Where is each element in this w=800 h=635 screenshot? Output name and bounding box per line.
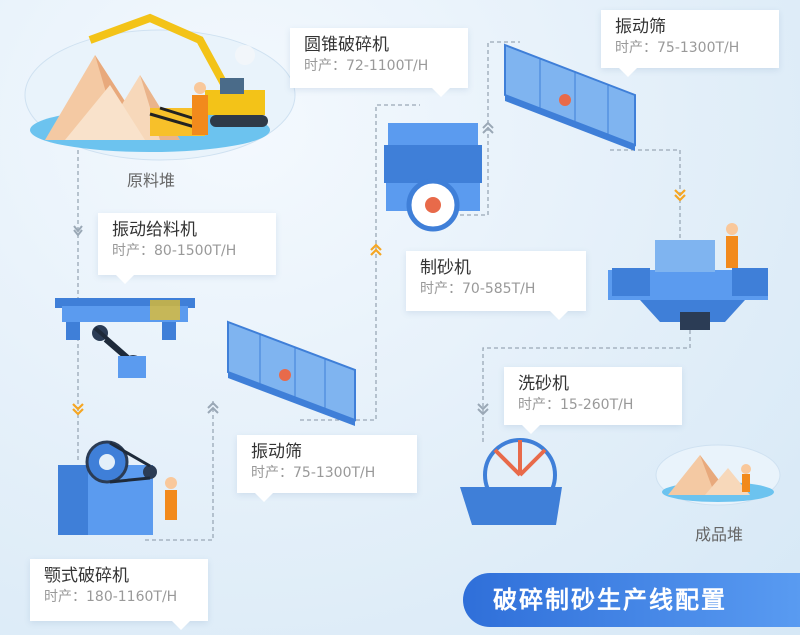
node-name: 圆锥破碎机	[304, 35, 389, 55]
node-name: 振动筛	[615, 17, 666, 37]
vibrating-screen-1-illustration	[227, 320, 356, 426]
card-vibrating-screen-1: 振动筛 时产：75-1300T/H	[237, 435, 417, 502]
node-name: 制砂机	[420, 258, 471, 278]
arrow-up-icon	[207, 401, 219, 409]
node-name: 振动给料机	[112, 220, 197, 240]
vibrating-feeder-illustration	[55, 298, 195, 378]
arrow-down-icon	[477, 408, 489, 416]
flow-line-jaw-to-screen	[145, 400, 214, 541]
arrow-down-icon	[73, 229, 83, 237]
arrow-up-icon	[207, 406, 219, 414]
diagram-title-banner: 破碎制砂生产线配置	[457, 573, 800, 633]
node-capacity: 时产：15-260T/H	[518, 397, 634, 413]
node-capacity: 时产：180-1160T/H	[44, 589, 178, 605]
card-sand-making-machine: 制砂机 时产：70-585T/H	[406, 251, 586, 320]
finished-product-pile-label: 成品堆	[695, 525, 744, 544]
flow-arrows	[72, 121, 686, 416]
finished-product-pile-illustration	[655, 444, 781, 506]
arrow-up-icon	[482, 126, 494, 134]
arrow-down-icon	[73, 225, 83, 233]
arrow-down-icon	[674, 189, 686, 197]
jaw-crusher-illustration	[58, 440, 177, 535]
card-vibrating-feeder: 振动给料机 时产：80-1500T/H	[98, 213, 276, 284]
node-name: 颚式破碎机	[44, 566, 129, 586]
raw-material-pile-label: 原料堆	[127, 171, 176, 190]
raw-material-pile-illustration	[24, 13, 296, 161]
flow-line-sandmaker-to-washer	[482, 330, 691, 445]
arrow-down-icon	[477, 403, 489, 411]
card-sand-washer: 洗砂机 时产：15-260T/H	[504, 367, 682, 434]
card-cone-crusher: 圆锥破碎机 时产：72-1100T/H	[290, 28, 468, 97]
arrow-up-icon	[370, 243, 382, 251]
card-vibrating-screen-2: 振动筛 时产：75-1300T/H	[601, 10, 779, 77]
arrow-up-icon	[482, 121, 494, 129]
arrow-up-icon	[370, 248, 382, 256]
flow-line-screen-to-cone	[300, 104, 420, 421]
node-name: 振动筛	[251, 442, 302, 462]
node-capacity: 时产：70-585T/H	[420, 281, 536, 297]
node-capacity: 时产：75-1300T/H	[615, 40, 740, 56]
sand-making-machine-illustration	[608, 223, 768, 330]
card-jaw-crusher: 颚式破碎机 时产：180-1160T/H	[30, 559, 208, 630]
arrow-down-icon	[72, 403, 84, 411]
arrow-down-icon	[72, 408, 84, 416]
node-capacity: 时产：72-1100T/H	[304, 58, 429, 74]
arrow-down-icon	[674, 194, 686, 202]
cone-crusher-illustration	[384, 123, 482, 232]
vibrating-screen-2-illustration	[504, 43, 636, 151]
flow-line-screen2-to-sandmaker	[610, 149, 681, 240]
node-capacity: 时产：75-1300T/H	[251, 465, 376, 481]
node-name: 洗砂机	[518, 374, 569, 394]
sand-washer-illustration	[460, 438, 562, 525]
node-capacity: 时产：80-1500T/H	[112, 243, 237, 259]
